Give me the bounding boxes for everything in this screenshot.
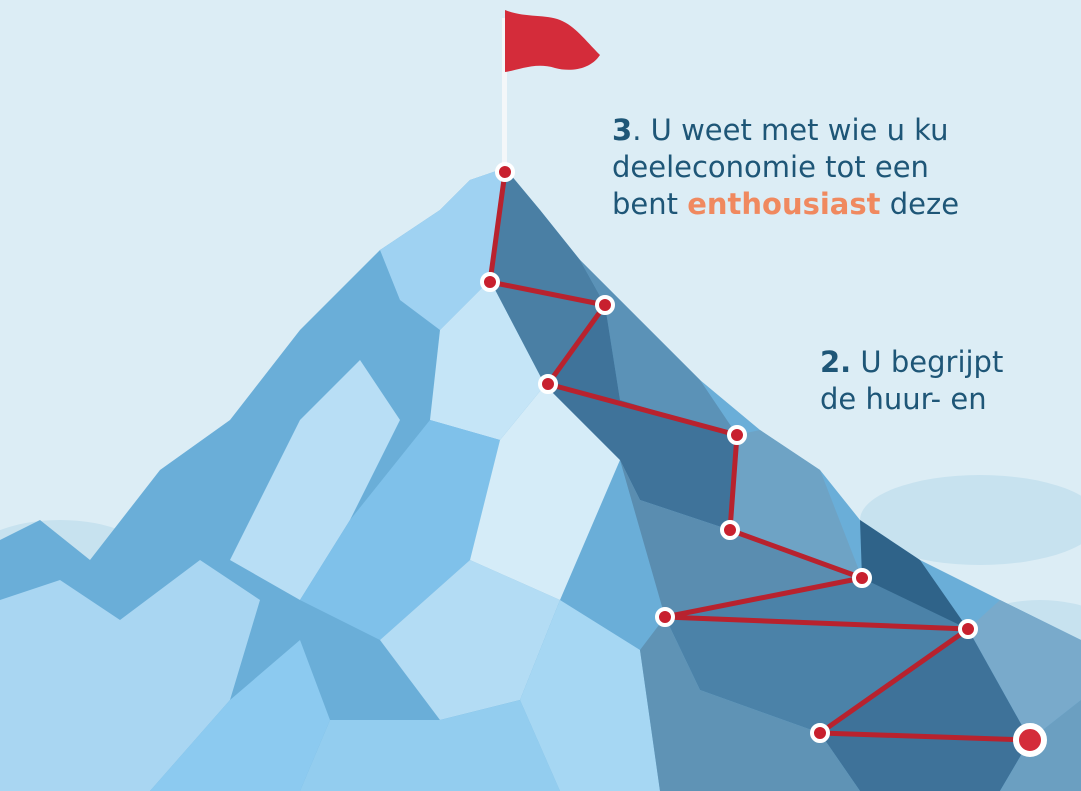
- route-waypoint-icon: [480, 272, 500, 292]
- step-3-line-3-pre: bent: [612, 187, 688, 221]
- step-3-line-2: deeleconomie tot een: [612, 150, 929, 184]
- route-waypoint-icon: [810, 723, 830, 743]
- route-waypoint-icon: [655, 607, 675, 627]
- route-waypoint-icon: [595, 295, 615, 315]
- step-2-number: 2.: [820, 345, 852, 379]
- step-2-line-1-text: U begrijpt: [851, 345, 1004, 379]
- start-point-icon: [1013, 723, 1047, 757]
- step-2-text: 2. U begrijpt de huur- en: [820, 344, 1003, 418]
- step-3-line-1-text: U weet met wie u ku: [641, 113, 949, 147]
- step-3-line-3: bent enthousiast deze: [612, 186, 959, 223]
- flag-icon: [502, 10, 600, 173]
- step-3-highlight: enthousiast: [687, 187, 881, 221]
- route-waypoint-icon: [852, 568, 872, 588]
- step-3-number-suffix: .: [632, 113, 642, 147]
- step-3-line-1: 3. U weet met wie u ku: [612, 112, 959, 149]
- route-waypoint-icon: [727, 425, 747, 445]
- step-2-line-1: 2. U begrijpt: [820, 344, 1003, 381]
- step-3-text: 3. U weet met wie u ku deeleconomie tot …: [612, 112, 959, 223]
- step-3-line-3-post: deze: [880, 187, 960, 221]
- step-3-number: 3: [612, 113, 633, 147]
- step-2-line-2: de huur- en: [820, 382, 987, 416]
- route-waypoint-icon: [720, 520, 740, 540]
- route-waypoint-icon: [538, 374, 558, 394]
- mountain-shadow-faces: [490, 168, 1081, 791]
- mountain-light-faces: [0, 168, 660, 791]
- route-path: [480, 162, 1047, 757]
- route-waypoint-icon: [958, 619, 978, 639]
- route-waypoint-icon: [495, 162, 515, 182]
